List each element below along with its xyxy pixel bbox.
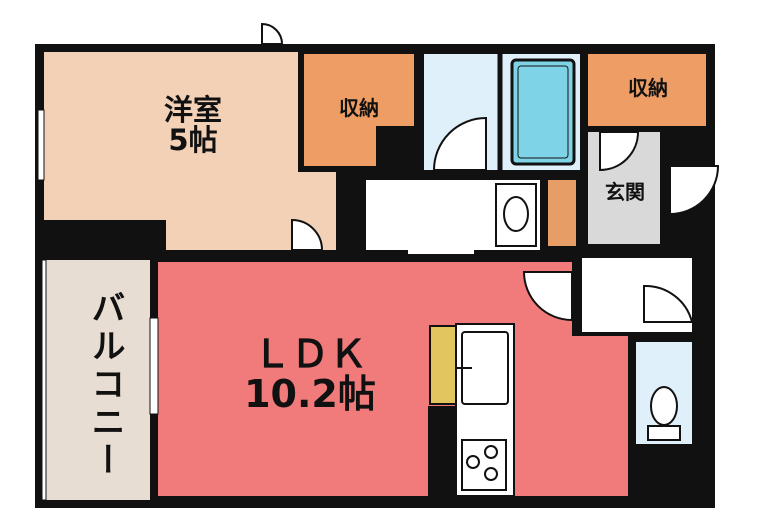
stove-burner-1: [466, 455, 480, 469]
door-entrance: [669, 165, 720, 216]
door-western-north: [261, 22, 284, 45]
ldk-size: 10.2帖: [244, 371, 376, 416]
stove-burner-2: [484, 445, 498, 459]
western-room-area: [44, 52, 298, 172]
storage-2-label: 収納: [628, 76, 668, 100]
door-hall-closet: [643, 284, 694, 323]
fridge-space: [548, 180, 576, 246]
ldk-label: ＬＤＫ 10.2帖: [210, 332, 410, 416]
door-bathroom: [432, 116, 487, 171]
window-ldk-balcony: [149, 317, 159, 415]
ldk-name: ＬＤＫ: [252, 332, 367, 376]
western-room-label: 洋室 5帖: [138, 95, 248, 156]
window-western-west: [37, 109, 45, 181]
western-room-lower-area: [44, 172, 336, 220]
door-ldk-hall: [522, 271, 573, 322]
entrance-label: 玄関: [605, 180, 645, 204]
window-balcony-side: [41, 259, 47, 501]
stove-burner-3: [484, 467, 498, 481]
bathtub: [510, 58, 576, 166]
storage-1-label: 収納: [339, 96, 379, 120]
balcony-area: [42, 260, 150, 500]
kitchen-wall: [428, 406, 456, 496]
balcony-label: バルコニー: [85, 290, 125, 480]
wall-block-west: [44, 220, 166, 256]
ldk-lower-area: [572, 336, 628, 496]
toilet-bowl: [650, 386, 678, 426]
bathtub-inner: [517, 65, 569, 159]
western-room-size: 5帖: [168, 123, 218, 158]
storage-1-wall-notch: [376, 126, 418, 170]
storage-2-area: [588, 54, 706, 126]
door-western-ldk: [291, 218, 324, 251]
kitchen-counter-extension: [429, 325, 457, 405]
door-storage-2: [599, 131, 640, 172]
stove-top: [461, 439, 507, 491]
toilet-tank: [647, 425, 681, 441]
western-room-name: 洋室: [163, 93, 222, 127]
washbasin: [503, 196, 529, 232]
